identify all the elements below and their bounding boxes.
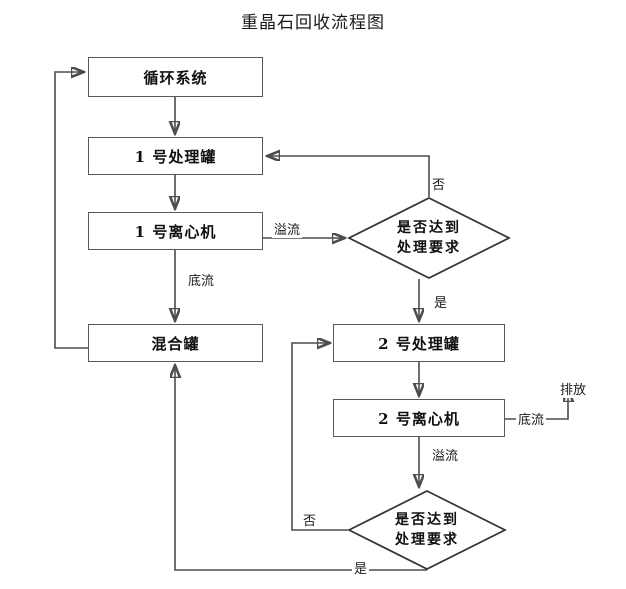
decision-2-shape [347,490,507,570]
edge-label-yes-1: 是 [432,292,450,311]
node-treatment-tank-1[interactable]: 1 号处理罐 [88,137,263,175]
edge-label-overflow-2: 溢流 [430,445,461,464]
node-decision-1[interactable]: 是否达到 处理要求 [347,197,511,279]
edge-label-no-1: 否 [430,174,448,193]
decision-2-line-2: 处理要求 [395,532,459,548]
node-treatment-tank-2[interactable]: 2 号处理罐 [333,324,505,362]
edge-label-overflow-1: 溢流 [272,219,303,238]
edge-check1-no-to-tank1 [268,156,430,197]
edge-label-yes-2: 是 [352,558,370,577]
decision-1-label: 是否达到 处理要求 [348,197,510,279]
edge-check2-yes-to-mixtank [175,366,427,571]
edge-mixtank-to-cycle [54,72,88,349]
node-centrifuge-1[interactable]: 1 号离心机 [88,212,263,250]
edge-label-underflow-2: 底流 [516,409,547,428]
node-decision-2[interactable]: 是否达到 处理要求 [347,490,507,570]
edge-check2-no-to-tank2 [291,343,348,531]
edge-label-discharge: 排放 [558,379,589,398]
decision-2-label: 是否达到 处理要求 [348,490,506,570]
decision-1-line-2: 处理要求 [397,240,461,256]
node-centrifuge-2[interactable]: 2 号离心机 [333,399,505,437]
node-mixing-tank[interactable]: 混合罐 [88,324,263,362]
page-title: 重晶石回收流程图 [241,13,385,33]
decision-1-shape [347,197,511,279]
decision-2-line-1: 是否达到 [395,511,459,528]
edge-label-no-2: 否 [301,510,319,529]
node-cycle-system[interactable]: 循环系统 [88,57,263,97]
edge-label-underflow-1: 底流 [186,270,217,289]
decision-1-line-1: 是否达到 [397,219,461,236]
